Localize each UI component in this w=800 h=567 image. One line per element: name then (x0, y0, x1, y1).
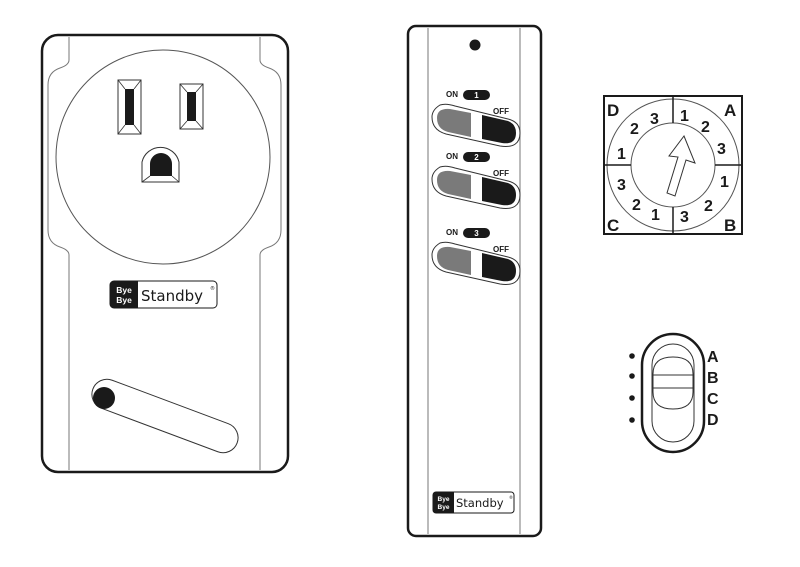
channel-3-on-label: ON (446, 228, 458, 237)
logo-bye-top: Bye (116, 285, 132, 295)
power-slider-track[interactable] (88, 375, 243, 457)
position-dot-a (629, 353, 635, 359)
dial-corner-c: C (607, 216, 619, 235)
channel-2-number: 2 (474, 153, 479, 162)
channel-2: ON 2 OFF (431, 152, 521, 209)
channel-1-on-label: ON (446, 90, 458, 99)
channel-1-on-button[interactable] (437, 108, 471, 137)
outlet-slot-right (179, 83, 204, 130)
position-dot-c (629, 395, 635, 401)
dial-c-2: 2 (632, 197, 641, 214)
dial-d-2: 2 (630, 121, 639, 138)
dial-corner-d: D (607, 101, 619, 120)
channel-3-off-button[interactable] (482, 253, 516, 282)
dial-b-1: 1 (720, 174, 729, 191)
position-label-a: A (707, 349, 719, 366)
code-slide-switch[interactable]: A B C D (629, 332, 719, 454)
channel-2-off-label: OFF (493, 169, 509, 178)
channel-3-on-button[interactable] (437, 246, 471, 275)
socket-unit: Bye Bye Standby ® (40, 33, 290, 474)
logo-bye-top: Bye (438, 496, 450, 503)
rotary-code-dial[interactable]: D A B C 1 2 3 1 2 3 1 2 3 1 2 3 (603, 95, 743, 235)
dial-b-2: 2 (704, 198, 713, 215)
position-dot-b (629, 373, 635, 379)
channel-3: ON 3 OFF (431, 228, 521, 285)
outlet-slot-left (117, 79, 142, 135)
slide-switch-knob[interactable] (652, 356, 694, 410)
dial-a-2: 2 (701, 119, 710, 136)
position-dot-d (629, 417, 635, 423)
dial-corner-b: B (724, 216, 736, 235)
channel-3-number: 3 (474, 229, 479, 238)
remote-control: ON 1 OFF ON 2 OFF ON 3 OFF (406, 24, 543, 538)
dial-a-3: 3 (717, 141, 726, 158)
outlet-ground-hole (141, 146, 180, 183)
dial-c-3: 3 (617, 177, 626, 194)
logo-bye-bottom: Bye (438, 504, 450, 511)
dial-d-1: 1 (617, 146, 626, 163)
channel-2-off-button[interactable] (482, 177, 516, 206)
channel-1: ON 1 OFF (431, 90, 521, 147)
face-plate (47, 59, 282, 256)
logo-bye-bottom: Bye (116, 295, 132, 305)
dial-b-3: 3 (680, 209, 689, 226)
position-label-b: B (707, 370, 719, 387)
channel-2-on-label: ON (446, 152, 458, 161)
dial-d-3: 3 (650, 111, 659, 128)
position-label-c: C (707, 391, 719, 408)
dial-arrow-icon (666, 134, 696, 197)
channel-1-off-button[interactable] (482, 115, 516, 144)
brand-logo-remote: Bye Bye Standby ® (432, 491, 515, 514)
remote-body (406, 24, 543, 538)
position-label-d: D (707, 412, 719, 429)
logo-reg: ® (509, 495, 513, 500)
dial-corner-a: A (724, 101, 736, 120)
power-slider-knob[interactable] (93, 387, 115, 409)
led-indicator (469, 39, 481, 51)
logo-reg: ® (210, 285, 215, 292)
dial-a-1: 1 (680, 108, 689, 125)
brand-logo-socket: Bye Bye Standby ® (109, 280, 218, 309)
logo-word: Standby (456, 496, 504, 510)
channel-3-off-label: OFF (493, 245, 509, 254)
channel-1-number: 1 (474, 91, 479, 100)
channel-1-off-label: OFF (493, 107, 509, 116)
dial-c-1: 1 (651, 207, 660, 224)
logo-word: Standby (141, 287, 203, 305)
channel-2-on-button[interactable] (437, 170, 471, 199)
